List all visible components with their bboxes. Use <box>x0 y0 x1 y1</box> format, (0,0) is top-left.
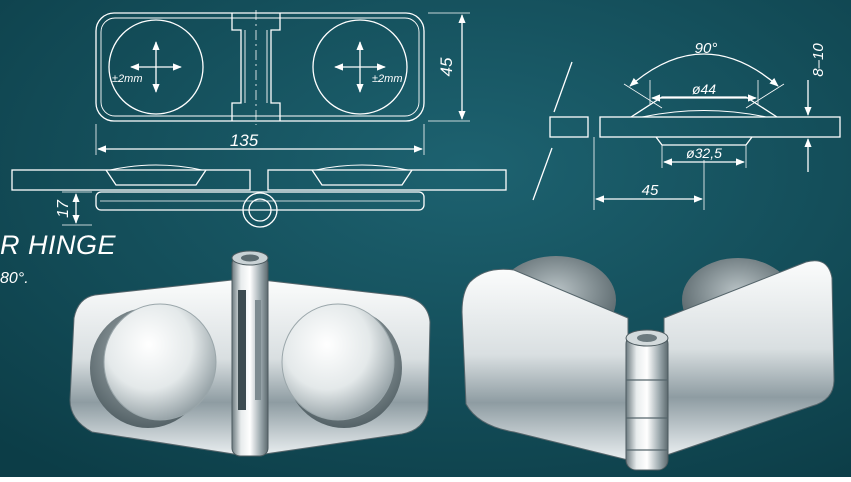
offset-label: 45 <box>642 182 659 199</box>
product-photo-flat-hinge <box>69 250 431 457</box>
dim-height-label: 45 <box>437 57 456 76</box>
drawing-section-view <box>532 53 841 210</box>
dim-thickness-label: 17 <box>55 199 72 218</box>
adjust-cross-left-icon <box>130 41 182 93</box>
product-subtitle: 80°. <box>0 270 29 287</box>
glass-range-label: 8–10 <box>810 43 827 77</box>
product-title: R HINGE <box>0 230 117 260</box>
adjust-cross-right-icon <box>334 41 386 93</box>
angle-label: 90° <box>695 40 718 57</box>
tolerance-left-label: ±2mm <box>112 73 142 85</box>
diameter-outer-label: ø44 <box>692 81 716 97</box>
dim-width-label: 135 <box>230 131 259 150</box>
drawing-top-view <box>95 10 470 155</box>
diameter-inner-label: ø32,5 <box>686 145 722 161</box>
tolerance-right-label: ±2mm <box>372 73 402 85</box>
product-photo-corner-hinge <box>461 256 835 471</box>
drawing-side-view <box>11 164 507 228</box>
